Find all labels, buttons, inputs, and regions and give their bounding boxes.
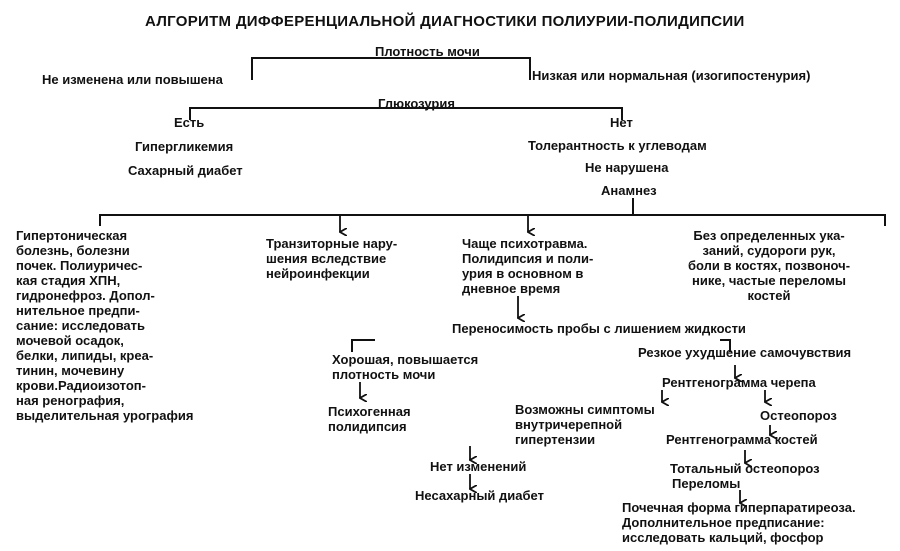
text-line: заний, судороги рук, — [702, 243, 836, 258]
text-line: нике, частые переломы — [692, 273, 846, 288]
text-line: внутричерепной — [515, 417, 623, 432]
node-anamnesis: Анамнез — [601, 183, 657, 198]
node-total-osteoporosis-block: Тотальный остеопороз Переломы — [670, 461, 820, 491]
text-line: Хорошая, повышается — [332, 352, 479, 367]
node-absent: Нет — [610, 115, 633, 130]
text-line: Возможны симптомы — [515, 402, 655, 417]
text-line: тинин, мочевину — [16, 363, 125, 378]
text-line: Почечная форма гиперпаратиреоза. — [622, 500, 856, 515]
node-intracranial-block: Возможны симптомы внутричерепной гиперте… — [515, 402, 655, 447]
node-carb-tolerance: Толерантность к углеводам — [528, 138, 707, 153]
node-worsening: Резкое ухудшение самочувствия — [638, 345, 852, 360]
text-line: шения вследствие — [266, 251, 387, 266]
text-line: кая стадия ХПН, — [16, 273, 121, 288]
text-line: полидипсия — [328, 419, 407, 434]
text-line: дневное время — [462, 281, 561, 296]
text-line: Переломы — [672, 476, 741, 491]
node-no-changes: Нет изменений — [430, 459, 527, 474]
text-line: болезнь, болезни — [16, 243, 130, 258]
text-line: гидронефроз. Допол- — [16, 288, 155, 303]
node-low-or-normal: Низкая или нормальная (изогипостенурия) — [532, 68, 811, 83]
node-osteoporosis: Остеопороз — [760, 408, 837, 423]
node-present: Есть — [174, 115, 205, 130]
text-line: Чаще психотравма. — [462, 236, 588, 251]
node-unchanged-or-increased: Не изменена или повышена — [42, 72, 223, 87]
node-not-impaired: Не нарушена — [585, 160, 669, 175]
deprivation-branch-line — [351, 339, 731, 352]
text-line: Дополнительное предписание: — [622, 515, 825, 530]
node-diabetes-insipidus: Несахарный диабет — [415, 488, 544, 503]
node-skull-xray: Рентгенограмма черепа — [662, 375, 816, 390]
text-line: Психогенная — [328, 404, 411, 419]
text-line: гипертензии — [515, 432, 596, 447]
node-diabetes-mellitus: Сахарный диабет — [128, 163, 243, 178]
node-transient-block: Транзиторные нару- шения вследствие нейр… — [266, 236, 397, 281]
text-line: почек. Полиуричес- — [16, 258, 143, 273]
text-line: мочевой осадок, — [16, 333, 124, 348]
node-psychotrauma-block: Чаще психотравма. Полидипсия и поли- ури… — [462, 236, 593, 296]
node-psychogenic-block: Психогенная полидипсия — [328, 404, 411, 434]
text-line: крови.Радиоизотоп- — [16, 378, 146, 393]
node-hyperglycemia: Гипергликемия — [135, 139, 234, 154]
text-line: сание: исследовать — [16, 318, 146, 333]
node-bone-xray: Рентгенограмма костей — [666, 432, 818, 447]
text-line: плотность мочи — [332, 367, 436, 382]
node-hypertensive-block: Гипертоническая болезнь, болезни почек. … — [16, 228, 193, 423]
text-line: Полидипсия и поли- — [462, 251, 594, 266]
text-line: костей — [747, 288, 791, 303]
text-line: Без определенных ука- — [693, 228, 845, 243]
text-line: ная ренография, — [16, 393, 125, 408]
text-line: нейроинфекции — [266, 266, 370, 281]
text-line: Транзиторные нару- — [266, 236, 398, 251]
text-line: белки, липиды, креа- — [16, 348, 154, 363]
text-line: урия в основном в — [462, 266, 584, 281]
text-line: Тотальный остеопороз — [670, 461, 820, 476]
density-branch-line — [251, 57, 531, 80]
node-deprivation-test: Переносимость пробы с лишением жидкости — [452, 321, 746, 336]
text-line: Гипертоническая — [16, 228, 128, 243]
node-no-indications-block: Без определенных ука- заний, судороги ру… — [688, 228, 850, 303]
node-good-tolerance-block: Хорошая, повышается плотность мочи — [332, 352, 478, 382]
node-urine-density: Плотность мочи — [375, 44, 480, 59]
text-line: исследовать кальций, фосфор — [622, 530, 824, 545]
diagram-title: АЛГОРИТМ ДИФФЕРЕНЦИАЛЬНОЙ ДИАГНОСТИКИ ПО… — [145, 13, 745, 30]
glucosuria-branch-line — [189, 107, 623, 120]
text-line: боли в костях, позвоноч- — [688, 258, 851, 273]
anamnesis-branch-line — [99, 214, 886, 226]
node-renal-form-block: Почечная форма гиперпаратиреоза. Дополни… — [622, 500, 856, 545]
text-line: нительное предпи- — [16, 303, 140, 318]
text-line: выделительная урография — [16, 408, 194, 423]
node-glucosuria: Глюкозурия — [378, 96, 455, 111]
